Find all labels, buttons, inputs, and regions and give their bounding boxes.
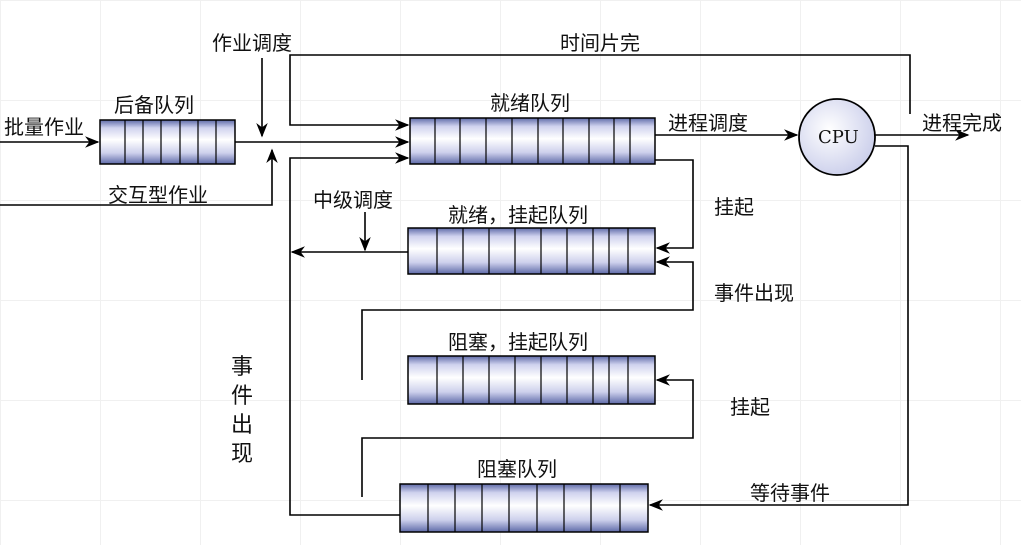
wait-event-arrow — [648, 145, 909, 511]
blocked-queue — [399, 483, 649, 533]
ready-suspended-queue-label: 就绪，挂起队列 — [448, 203, 588, 227]
process-done-label: 进程完成 — [922, 111, 1002, 135]
interactive-job-arrow — [0, 148, 278, 206]
time-slice-label: 时间片完 — [560, 31, 640, 55]
suspend-top-arrow — [655, 159, 694, 254]
batch-job-label: 批量作业 — [4, 115, 84, 139]
ready-queue-label: 就绪队列 — [490, 91, 570, 115]
blocked-queue-label: 阻塞队列 — [477, 457, 557, 481]
backup-queue — [99, 119, 236, 165]
medium-scheduling-label: 中级调度 — [313, 188, 393, 212]
blocked-suspended-queue — [407, 355, 656, 405]
cpu-node — [798, 98, 876, 176]
suspend-bottom-label: 挂起 — [730, 395, 770, 419]
event-occurs-right-label: 事件出现 — [714, 281, 794, 305]
event-occurs-left-loop — [289, 152, 410, 516]
job-scheduling-label: 作业调度 — [212, 31, 292, 55]
process-scheduling-label: 进程调度 — [668, 111, 748, 135]
event-occurs-right-arrow — [361, 256, 694, 380]
interactive-job-label: 交互型作业 — [108, 183, 208, 207]
event-occurs-left-label: 事件出现 — [230, 355, 253, 467]
cpu-label: CPU — [818, 127, 859, 148]
blocked-suspended-queue-label: 阻塞，挂起队列 — [448, 330, 588, 354]
ready-suspended-queue — [407, 227, 656, 275]
connectors — [0, 54, 970, 516]
time-slice-loop — [289, 54, 911, 131]
suspend-bottom-arrow — [361, 374, 694, 497]
suspend-top-label: 挂起 — [714, 195, 754, 219]
wait-event-label: 等待事件 — [750, 481, 830, 505]
backup-queue-label: 后备队列 — [114, 93, 194, 117]
ready-queue — [409, 117, 656, 165]
